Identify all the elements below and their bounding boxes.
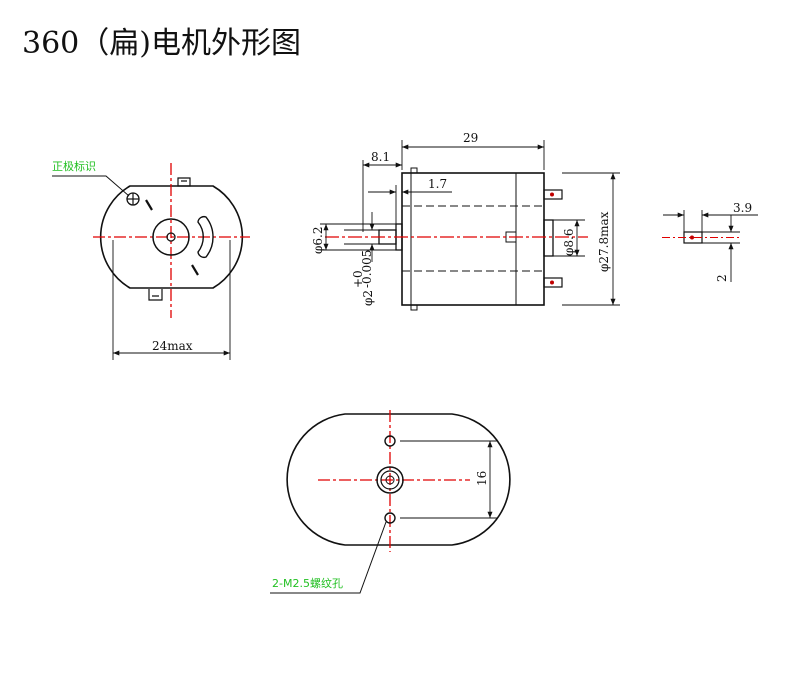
front-boss-circle xyxy=(152,218,190,256)
side-view: 29 8.1 1.7 φ6.2 φ2 +0 -0.005 φ8.6 xyxy=(311,131,620,311)
shaft-dia-dim: φ2 xyxy=(361,290,375,306)
terminal-width-dim: 3.9 xyxy=(733,201,752,215)
holes-note: 2-M2.5螺纹孔 xyxy=(272,576,343,590)
holes-note-leader xyxy=(270,521,387,594)
polarity-note: 正极标识 xyxy=(52,159,96,173)
terminal-height-dim: 2 xyxy=(715,274,729,282)
polarity-leader xyxy=(52,175,130,197)
front-terminal-mark-bottom xyxy=(191,264,199,276)
boss-len-dim: 1.7 xyxy=(428,177,447,191)
front-vent-slot xyxy=(197,215,214,259)
front-body-outline xyxy=(99,185,244,289)
hole-spacing-dim: 16 xyxy=(475,471,489,486)
front-view: 正极标识 24max xyxy=(52,159,250,360)
side-rear-boss xyxy=(543,219,554,257)
front-width-dim: 24max xyxy=(152,339,193,353)
shaft-len-dim: 8.1 xyxy=(371,150,390,164)
terminal-detail: 3.9 2 xyxy=(662,201,758,282)
rear-boss-inner xyxy=(380,470,400,490)
shaft-tol-lower: -0.005 xyxy=(360,250,374,288)
body-dia-dim: φ27.8max xyxy=(597,211,611,272)
rear-mount-hole-bottom xyxy=(384,512,396,524)
side-terminal-top xyxy=(543,189,563,200)
side-terminal-bottom xyxy=(543,277,563,288)
rear-boss-outer xyxy=(376,466,404,494)
length-dim: 29 xyxy=(463,131,478,145)
front-clip-bottom xyxy=(148,289,163,301)
rear-view: 16 2-M2.5螺纹孔 xyxy=(270,410,511,594)
boss-dia-dim: φ6.2 xyxy=(311,227,325,255)
rear-body-outline xyxy=(286,413,511,546)
rear-mount-hole-top xyxy=(384,435,396,447)
front-terminal-mark-top xyxy=(145,199,153,211)
rear-boss-dia-dim: φ8.6 xyxy=(562,229,576,257)
side-body-outline xyxy=(401,172,545,306)
front-shaft-circle xyxy=(166,232,176,242)
shaft-tol-upper: +0 xyxy=(351,270,365,288)
drawing-title: 360（扁)电机外形图 xyxy=(22,26,301,61)
front-clip-top xyxy=(177,177,191,187)
